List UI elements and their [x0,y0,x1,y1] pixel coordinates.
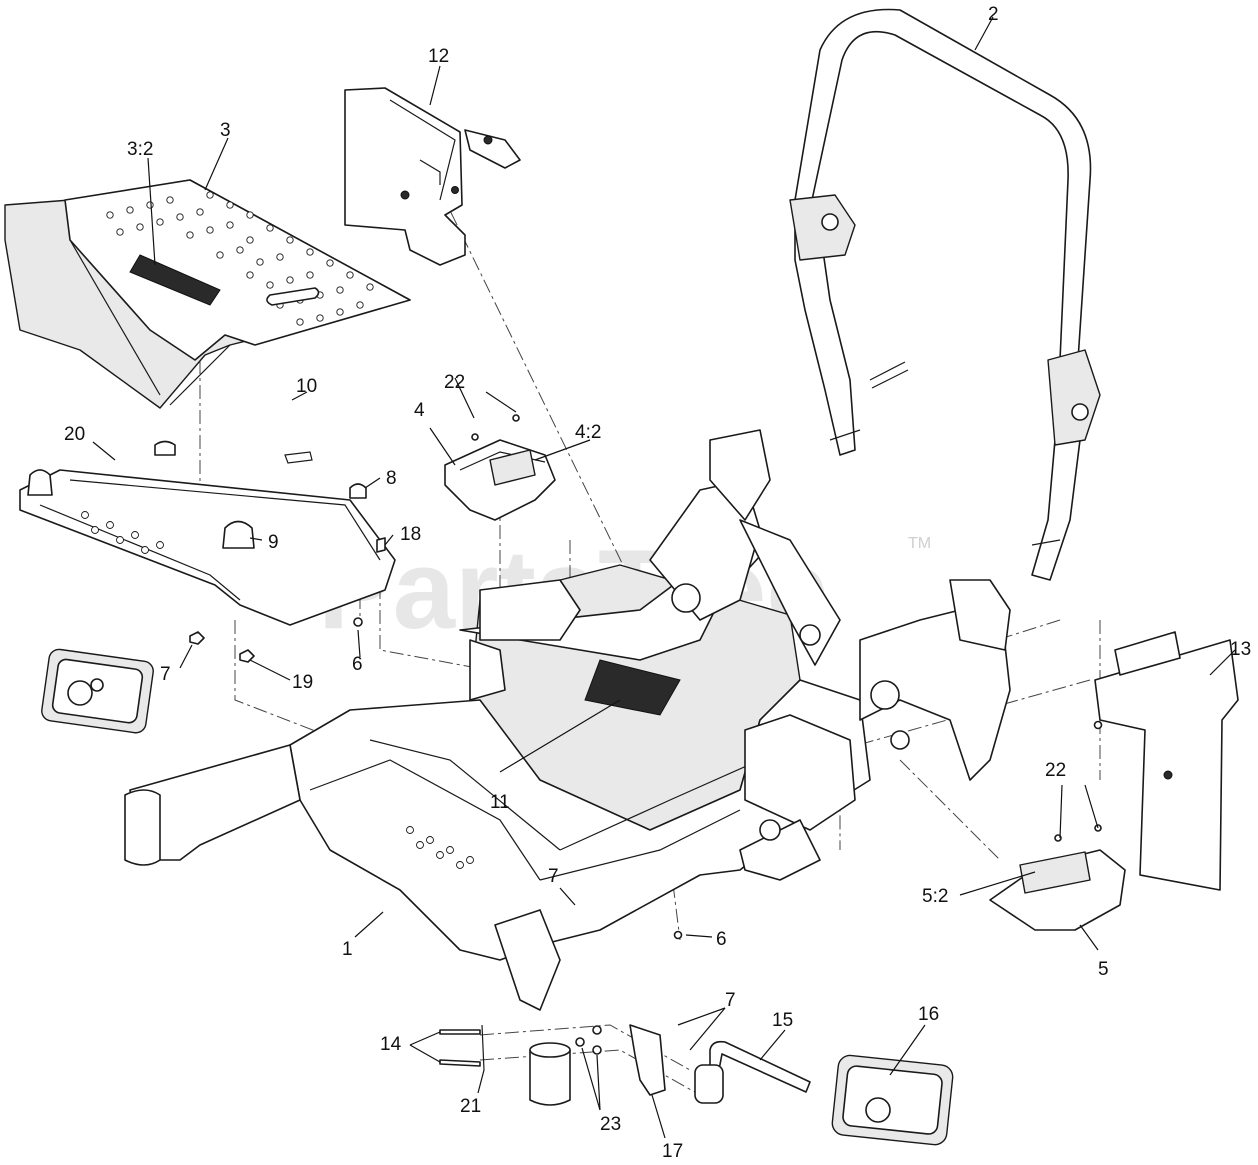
callout-22-right: 22 [1045,760,1066,781]
callout-10: 10 [296,376,317,397]
callout-6-left: 6 [352,654,363,675]
callout-3-2: 3:2 [127,139,153,160]
callout-5-2: 5:2 [922,886,948,907]
callout-3: 3 [220,120,231,141]
mount-rod-part [694,1040,811,1104]
floor-plate-part [4,179,411,409]
callout-19: 19 [292,672,313,693]
callout-11: 11 [490,792,510,813]
callout-22-left: 22 [444,372,465,393]
callout-2: 2 [988,4,999,25]
callout-15: 15 [772,1010,793,1031]
callout-12: 12 [428,46,449,67]
callout-7-bottom: 7 [725,990,736,1011]
callout-23: 23 [600,1114,621,1135]
callout-7-left: 7 [160,664,171,685]
callout-6-right: 6 [716,929,727,950]
floor-plate-decal [129,254,221,306]
small-hardware [189,483,683,940]
right-console-part [989,824,1126,931]
leader-lines [92,16,1236,1139]
callout-9: 9 [268,532,279,553]
grommet-part [266,287,320,306]
callout-16: 16 [918,1004,939,1025]
bolt-hardware [439,1024,602,1071]
callout-14: 14 [380,1034,402,1055]
callouts: 2 12 3 3:2 10 22 20 4 4:2 8 18 9 7 19 6 … [64,4,1251,1162]
left-console-part [444,414,556,521]
callout-21: 21 [460,1096,481,1117]
callout-8: 8 [386,468,397,489]
seat-support-part [19,440,396,626]
pipe-mount-part [529,1042,571,1106]
right-side-panel-part [1093,631,1239,891]
callout-17: 17 [662,1141,683,1162]
callout-4-2: 4:2 [575,422,601,443]
mirror-right-part [831,1054,954,1146]
floor-plate-holes [106,191,374,326]
watermark-tm: TM [908,535,931,552]
callout-20: 20 [64,424,85,445]
callout-1: 1 [342,939,353,960]
callout-18: 18 [400,524,421,545]
mirror-left-part [41,648,154,734]
callout-5: 5 [1098,959,1109,980]
main-frame-part [124,429,1011,1011]
seat-panel-part [344,87,521,266]
roll-bar-part [789,8,1101,581]
callout-13: 13 [1230,639,1251,660]
bracket-part [629,1024,666,1096]
callout-4: 4 [414,400,425,421]
callout-7-center: 7 [548,866,559,887]
frame-decal [584,659,681,716]
